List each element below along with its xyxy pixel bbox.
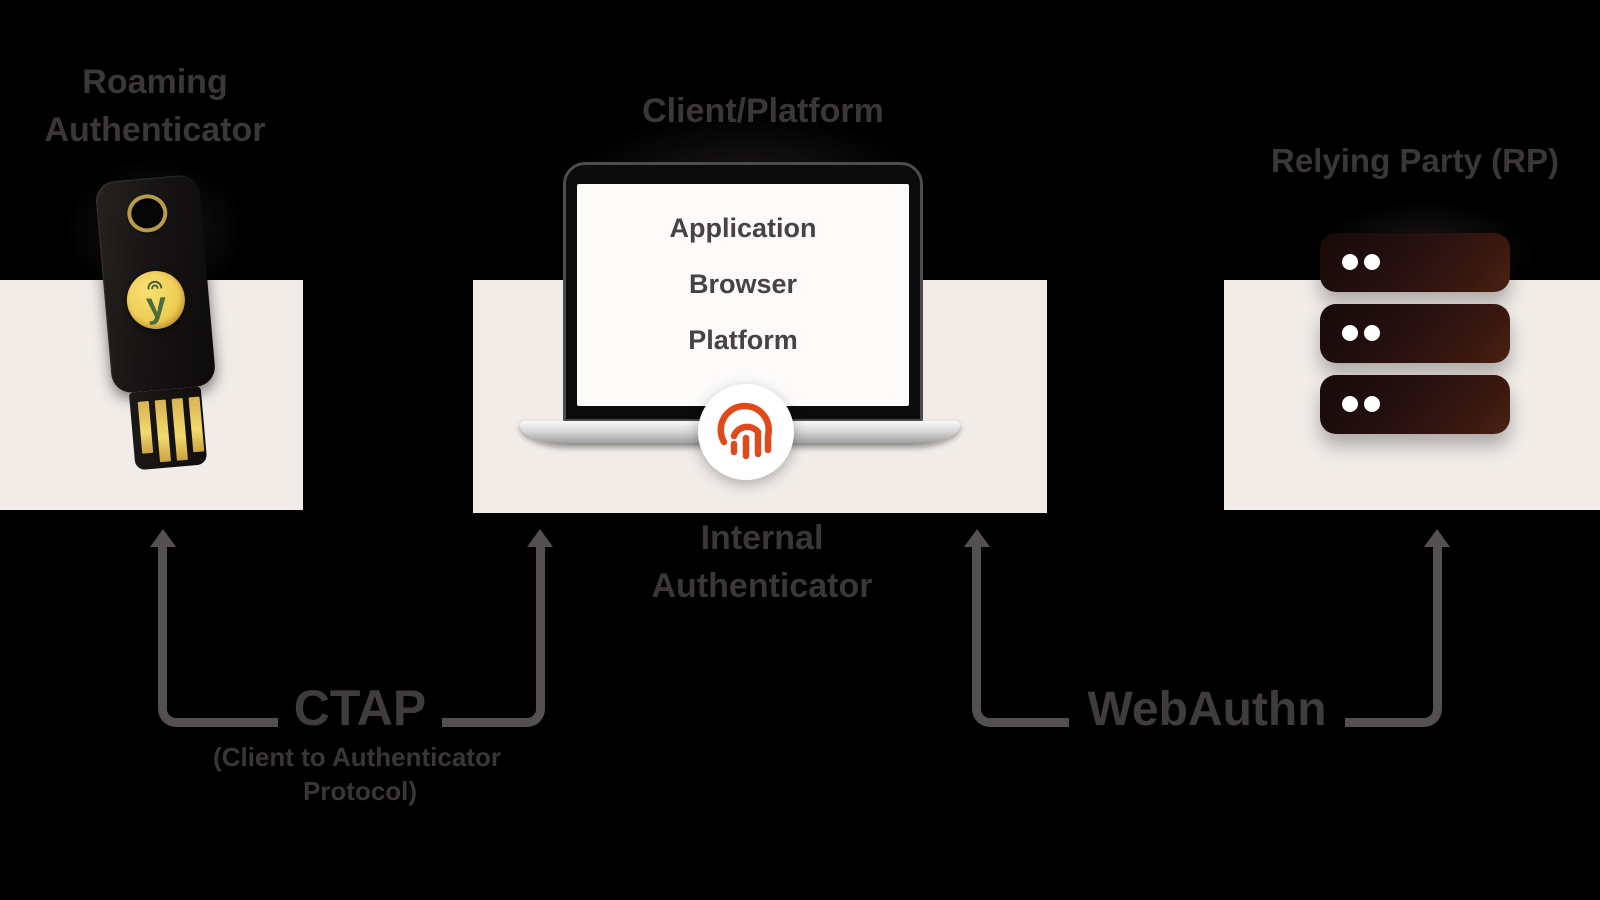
up-arrow-icon bbox=[1424, 529, 1450, 547]
internal-authenticator-line2: Authenticator bbox=[651, 567, 873, 605]
roaming-authenticator-line2: Authenticator bbox=[44, 111, 266, 149]
yubikey-gold-disc: y bbox=[124, 268, 188, 332]
server-led-dot bbox=[1364, 396, 1380, 412]
client-platform-label: Client/Platform bbox=[642, 92, 884, 130]
relying-party-server-stack bbox=[1320, 233, 1510, 434]
fingerprint-icon bbox=[717, 402, 772, 460]
screen-item-platform: Platform bbox=[688, 325, 798, 355]
server-unit bbox=[1320, 304, 1510, 363]
usb-pin bbox=[188, 396, 205, 453]
up-arrow-icon bbox=[964, 529, 990, 547]
yubikey-device: y bbox=[94, 173, 223, 478]
server-led-dot bbox=[1342, 254, 1358, 270]
up-arrow-icon bbox=[527, 529, 553, 547]
usb-pin bbox=[154, 399, 172, 463]
server-led-dot bbox=[1364, 325, 1380, 341]
up-arrow-icon bbox=[150, 529, 176, 547]
ctap-sublabel-line2: Protocol) bbox=[302, 776, 418, 806]
fingerprint-badge bbox=[698, 384, 794, 480]
server-led-dot bbox=[1342, 325, 1358, 341]
server-unit bbox=[1320, 375, 1510, 434]
ctap-label: CTAP bbox=[210, 680, 510, 736]
screen-item-application: Application bbox=[669, 213, 817, 243]
server-led-dot bbox=[1364, 254, 1380, 270]
yubikey-body: y bbox=[94, 173, 217, 395]
webauthn-label: WebAuthn bbox=[1057, 682, 1357, 738]
ctap-sublabel-line1: (Client to Authenticator bbox=[213, 742, 501, 772]
yubico-logo-letter: y bbox=[144, 282, 169, 326]
nfc-waves-icon bbox=[147, 280, 163, 290]
yubikey-usb-connector bbox=[128, 386, 208, 471]
yubikey-keyring-hole bbox=[125, 192, 169, 235]
roaming-authenticator-line1: Roaming bbox=[82, 63, 228, 101]
laptop-screen: Application Browser Platform bbox=[577, 184, 909, 406]
laptop-screen-frame: Application Browser Platform bbox=[563, 162, 923, 422]
server-led-dot bbox=[1342, 396, 1358, 412]
usb-pin bbox=[137, 400, 154, 454]
ctap-label-text: CTAP bbox=[277, 680, 443, 736]
webauthn-label-text: WebAuthn bbox=[1069, 682, 1345, 738]
internal-authenticator-line1: Internal bbox=[700, 519, 824, 557]
internal-authenticator-label: Internal Authenticator bbox=[562, 514, 962, 610]
server-unit bbox=[1320, 233, 1510, 292]
relying-party-label: Relying Party (RP) bbox=[1271, 142, 1559, 179]
roaming-authenticator-label: Roaming Authenticator bbox=[5, 58, 305, 154]
screen-item-browser: Browser bbox=[688, 269, 798, 299]
usb-pin bbox=[171, 398, 188, 461]
